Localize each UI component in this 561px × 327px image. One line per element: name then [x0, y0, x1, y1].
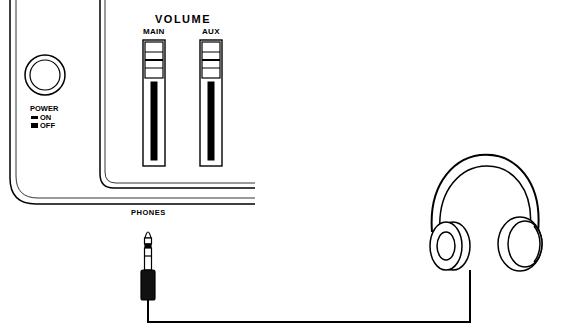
button-label: POWER: [30, 105, 58, 113]
cable: [148, 270, 470, 322]
body-edge: [16, 0, 255, 198]
body-outline: [10, 0, 255, 204]
slider-label: AUX: [202, 28, 220, 36]
section-title: VOLUME: [155, 14, 211, 25]
aux-slider: [200, 40, 222, 166]
slider-label: MAIN: [143, 28, 165, 36]
jack-label: PHONES: [131, 209, 166, 217]
power-button: [25, 55, 65, 128]
headphones: [430, 155, 542, 271]
state-label: OFF: [40, 122, 55, 130]
state-label: ON: [40, 114, 51, 122]
main-slider: [143, 40, 165, 166]
phone-plug: [141, 232, 155, 300]
panel-edge: [105, 0, 255, 183]
panel-outline: [100, 0, 255, 188]
